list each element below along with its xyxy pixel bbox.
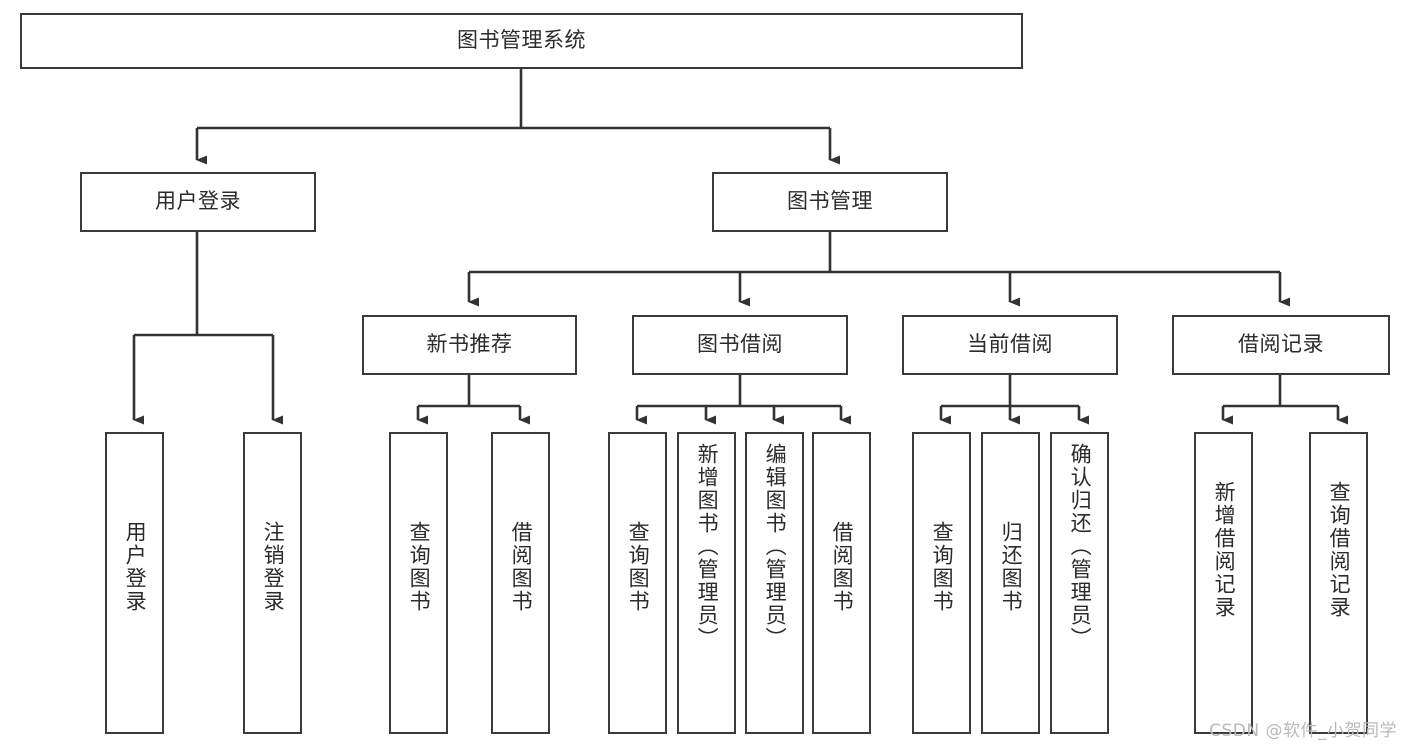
- leaf-user-login-login[interactable]: 用户登录: [105, 432, 164, 734]
- node-label: 注销登录: [261, 521, 286, 613]
- node-current-borrow[interactable]: 当前借阅: [902, 315, 1118, 375]
- node-label: 图书借阅: [697, 332, 783, 357]
- node-label: 新增图书（管理员）: [695, 443, 720, 650]
- leaf-borrow-add-book-admin[interactable]: 新增图书（管理员）: [677, 432, 736, 734]
- leaf-current-confirm-return-admin[interactable]: 确认归还（管理员）: [1050, 432, 1109, 734]
- node-root-library-system[interactable]: 图书管理系统: [20, 13, 1023, 69]
- node-label: 用户登录: [123, 521, 148, 613]
- node-label: 查询图书: [407, 521, 432, 613]
- node-borrow-record[interactable]: 借阅记录: [1172, 315, 1390, 375]
- leaf-recommend-query-book[interactable]: 查询图书: [389, 432, 448, 734]
- node-label: 查询图书: [626, 521, 651, 613]
- leaf-recommend-borrow-book[interactable]: 借阅图书: [491, 432, 550, 734]
- node-label: 用户登录: [155, 189, 241, 214]
- node-user-login[interactable]: 用户登录: [80, 172, 316, 232]
- node-label: 借阅记录: [1238, 332, 1324, 357]
- leaf-record-add-borrow-record[interactable]: 新增借阅记录: [1194, 432, 1253, 734]
- leaf-user-login-logout[interactable]: 注销登录: [243, 432, 302, 734]
- node-label: 确认归还（管理员）: [1068, 443, 1093, 650]
- node-label: 新增借阅记录: [1212, 481, 1237, 619]
- leaf-current-return-book[interactable]: 归还图书: [981, 432, 1040, 734]
- node-book-borrow[interactable]: 图书借阅: [632, 315, 848, 375]
- node-label: 新书推荐: [426, 332, 513, 357]
- leaf-current-query-book[interactable]: 查询图书: [912, 432, 971, 734]
- leaf-borrow-edit-book-admin[interactable]: 编辑图书（管理员）: [745, 432, 804, 734]
- node-label: 图书管理系统: [457, 28, 586, 53]
- node-label: 编辑图书（管理员）: [763, 443, 788, 650]
- leaf-record-query-borrow-record[interactable]: 查询借阅记录: [1309, 432, 1368, 734]
- node-label: 借阅图书: [509, 521, 534, 613]
- leaf-borrow-borrow-book[interactable]: 借阅图书: [812, 432, 871, 734]
- node-label: 当前借阅: [967, 332, 1053, 357]
- node-label: 借阅图书: [830, 521, 855, 613]
- csdn-watermark: CSDN @软件_小贺同学: [1209, 721, 1397, 741]
- node-book-management[interactable]: 图书管理: [712, 172, 948, 232]
- node-label: 图书管理: [787, 189, 873, 214]
- node-label: 查询图书: [930, 521, 955, 613]
- node-label: 查询借阅记录: [1327, 481, 1352, 619]
- node-new-book-recommend[interactable]: 新书推荐: [362, 315, 577, 375]
- leaf-borrow-query-book[interactable]: 查询图书: [608, 432, 667, 734]
- node-label: 归还图书: [999, 521, 1024, 613]
